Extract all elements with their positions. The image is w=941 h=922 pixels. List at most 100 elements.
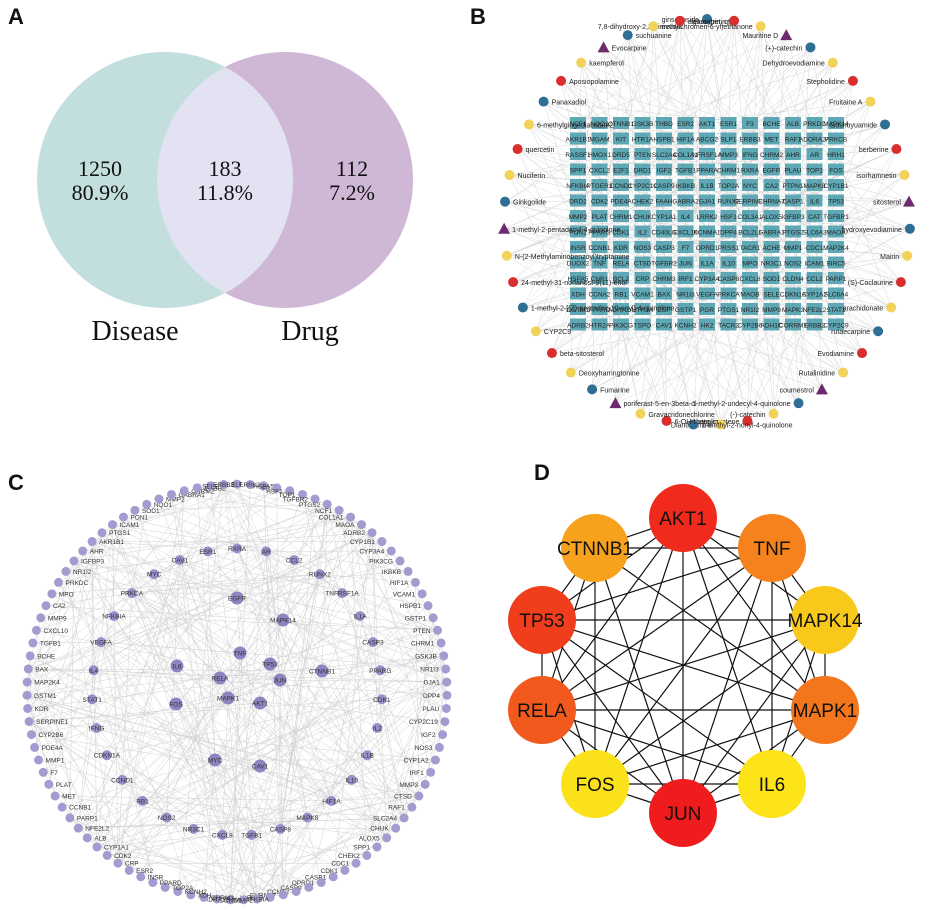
gene-node: NOS3 — [415, 743, 444, 752]
compound-label: (+)-catechin — [765, 45, 802, 52]
target-node: TP53 — [828, 195, 844, 207]
target-node: IL1A — [699, 257, 715, 269]
target-label: CA2 — [765, 183, 778, 190]
target-label: CASP8 — [718, 276, 740, 283]
gene-label: IRF1 — [410, 770, 424, 777]
gene-node-marker — [404, 567, 413, 576]
compound-node-marker — [816, 383, 828, 394]
compound-node-marker — [518, 302, 528, 312]
target-node: MAP2K4 — [823, 241, 849, 253]
target-label: PRKCB — [825, 137, 847, 144]
compound-node-marker — [513, 144, 523, 154]
compound-node-marker — [524, 119, 534, 129]
target-label: TGFBR1 — [823, 214, 849, 221]
target-label: FAAH — [656, 199, 673, 206]
target-label: INSR — [570, 245, 586, 252]
gene-node-marker — [440, 717, 449, 726]
target-node: CA2 — [764, 179, 780, 191]
gene-node-marker — [418, 589, 427, 598]
target-node: CAT — [807, 210, 823, 222]
gene-node: CTSD — [394, 791, 423, 800]
network-c-edge — [101, 642, 412, 807]
compound-node-marker — [502, 251, 512, 261]
target-label: HRH1 — [827, 152, 845, 159]
gene-node-marker — [142, 500, 151, 509]
target-label: IKBKB — [676, 183, 695, 190]
gene-node-marker — [414, 791, 423, 800]
gene-label: BCHE — [37, 653, 56, 660]
gene-label: CRP — [125, 861, 139, 868]
target-label: ABCG2 — [696, 137, 718, 144]
target-label: PTGS2 — [782, 230, 804, 237]
target-label: MMP2 — [569, 214, 588, 221]
gene-node: NR1I2 — [61, 567, 91, 576]
gene-node-marker — [435, 743, 444, 752]
target-label: IL6 — [810, 199, 819, 206]
gene-label: CXCL8 — [212, 832, 233, 839]
hub-node-fos: FOS — [561, 750, 629, 818]
target-label: PTEN — [634, 152, 652, 159]
target-node: HMOX1 — [588, 148, 612, 160]
gene-node: NR1I3 — [420, 664, 450, 673]
target-label: ICAM1 — [805, 261, 825, 268]
target-label: NR1I2 — [741, 307, 760, 314]
gene-node-marker — [317, 878, 326, 887]
gene-label: MYC — [147, 572, 162, 579]
target-label: ALB — [787, 121, 799, 128]
gene-node: ALOX5 — [359, 833, 391, 842]
network-c-edge — [228, 698, 377, 847]
target-node: PTEN — [634, 148, 652, 160]
target-node: MAPK3 — [782, 303, 804, 315]
gene-label: PON1 — [130, 515, 148, 522]
target-label: ESR2 — [677, 121, 694, 128]
gene-node: PTGS1 — [98, 528, 131, 537]
gene-node: CRP — [113, 859, 138, 868]
target-node: TOP2A — [718, 179, 740, 191]
target-label: IL10 — [722, 261, 735, 268]
gene-node: PLAU — [422, 704, 450, 713]
target-label: ERBB3 — [739, 137, 761, 144]
gene-node-marker — [421, 780, 430, 789]
gene-node-marker — [437, 638, 446, 647]
venn-left-label: Disease — [91, 316, 178, 347]
gene-node-marker — [167, 490, 176, 499]
gene-label: CHUK — [370, 826, 389, 833]
gene-node: CHRM1 — [411, 638, 446, 647]
gene-label: SERPINE1 — [36, 719, 69, 726]
gene-label: MAOA — [335, 522, 355, 529]
target-label: FOS — [829, 168, 843, 175]
gene-node-marker — [424, 601, 433, 610]
gene-label: MMP1 — [46, 757, 65, 764]
target-node: IKBKB — [676, 179, 695, 191]
venn-left-count: 1250 — [78, 156, 122, 181]
gene-label: MAPK1 — [217, 696, 239, 703]
target-label: DRD5 — [612, 152, 630, 159]
target-label: CCNB1 — [588, 245, 610, 252]
gene-node: CDK2 — [103, 851, 132, 860]
target-node: GSK3B — [632, 117, 654, 129]
gene-label: VCAM1 — [393, 591, 416, 598]
gene-node: CASP3 — [362, 637, 384, 647]
gene-label: IGFBP3 — [81, 558, 105, 565]
gene-label: NOS2 — [158, 815, 176, 822]
network-c-edge — [107, 682, 447, 755]
target-label: CASP9 — [653, 183, 675, 190]
gene-node-marker — [119, 513, 128, 522]
target-node: HIF1A — [676, 133, 695, 145]
gene-node: MPO — [47, 589, 73, 598]
target-label: TP53 — [828, 199, 844, 206]
compound-node-marker — [756, 21, 766, 31]
target-label: CASP1 — [782, 199, 804, 206]
target-node: ESR2 — [677, 117, 694, 129]
gene-label: PRKDC — [66, 580, 89, 587]
target-node: RB1 — [613, 288, 629, 300]
gene-label: RXRA — [228, 546, 247, 553]
gene-label: HIF1A — [322, 798, 341, 805]
compound-node: arachidonate — [843, 302, 896, 312]
gene-node-marker — [442, 691, 451, 700]
target-node: MPO — [742, 257, 758, 269]
gene-node: MAP2K4 — [23, 678, 61, 687]
target-label: CYP1B1 — [824, 183, 849, 190]
compound-node-marker — [865, 97, 875, 107]
